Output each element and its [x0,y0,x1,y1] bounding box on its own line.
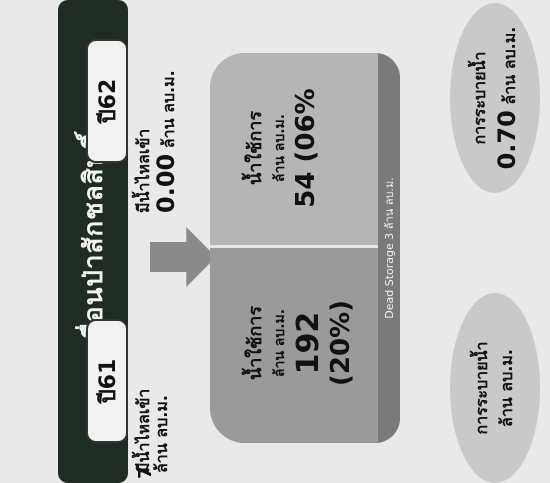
release-right-label: การระบายน้ำ [469,51,489,145]
year-left: ปี61 [95,358,121,404]
release-right-unit: ล้าน ลบ.ม. [499,26,519,105]
left-stat: น้ำใช้การ ล้าน ลบ.ม. 192 (20%) [240,263,356,423]
left-stat-unit: ล้าน ลบ.ม. [272,308,288,378]
dead-storage: Dead Storage 3 ล้าน ลบ.ม. [378,53,400,443]
left-stat-percent: (20%) [326,300,356,386]
inflow-left-label: มีน้ำไหลเข้า [134,388,153,473]
release-right: การระบายน้ำ 0.70 ล้าน ลบ.ม. [450,3,540,193]
release-left-unit: ล้าน ลบ.ม. [497,349,516,427]
left-stat-value: 192 [291,311,326,375]
year-tag-left: ปี61 [86,319,128,443]
year-right: ปี62 [95,78,121,124]
inflow-arrow-icon [150,227,216,287]
edge-number-text: 7 [135,466,156,479]
inflow-right-value: 0.00 [151,153,180,213]
reservoir: น้ำใช้การ ล้าน ลบ.ม. 192 (20%) น้ำใช้การ… [210,53,400,443]
reservoir-divider [210,245,400,248]
year-tag-right: ปี62 [86,39,128,163]
release-right-value: 0.70 [492,110,521,170]
left-stat-label: น้ำใช้การ [245,305,266,381]
release-left: การระบายน้ำ ล้าน ลบ.ม. [450,293,540,483]
inflow-left: มีน้ำไหลเข้า ล้าน ลบ.ม. [134,303,171,473]
right-stat-label: น้ำใช้การ [245,110,266,186]
inflow-right-label: มีน้ำไหลเข้า [134,128,153,213]
dam-title: เขื่อนป่าสักชลสิทธิ์ [78,132,109,351]
right-stat: น้ำใช้การ ล้าน ลบ.ม. 54 (06% [240,63,321,233]
inflow-right-unit: ล้าน ลบ.ม. [158,70,178,149]
release-left-label: การระบายน้ำ [472,341,491,435]
inflow-right: มีน้ำไหลเข้า 0.00 ล้าน ลบ.ม. [134,3,180,213]
right-stat-value: 54 (06% [291,88,321,208]
right-stat-unit: ล้าน ลบ.ม. [272,113,288,183]
edge-number: 7 [135,466,156,479]
dead-storage-label: Dead Storage 3 ล้าน ลบ.ม. [383,177,396,319]
inflow-left-unit: ล้าน ลบ.ม. [151,395,171,473]
